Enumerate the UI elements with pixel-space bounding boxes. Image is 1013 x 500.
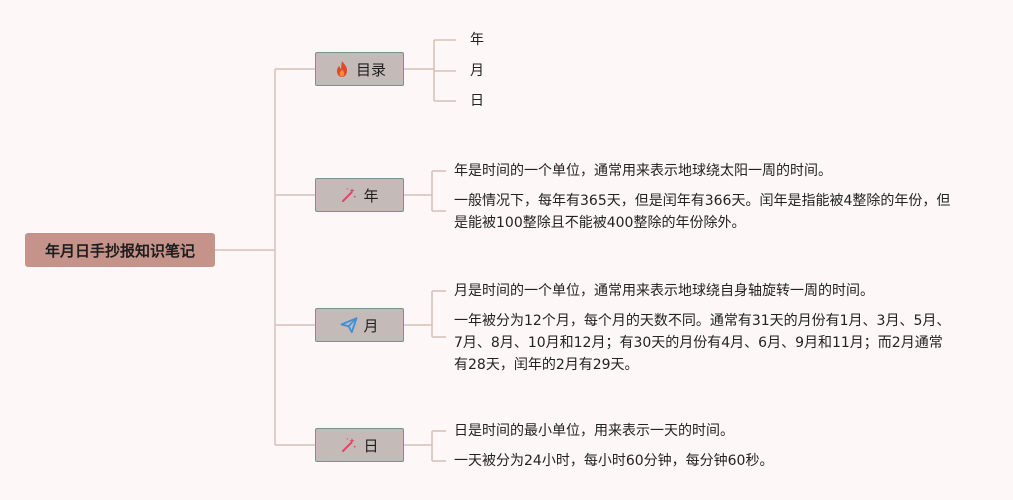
magic-wand-icon bbox=[340, 436, 358, 454]
branch-year-label: 年 bbox=[363, 186, 379, 205]
branch-day-label: 日 bbox=[363, 436, 379, 455]
branch-day[interactable]: 日 bbox=[315, 428, 404, 462]
branch-year[interactable]: 年 bbox=[315, 178, 404, 212]
root-topic-label: 年月日手抄报知识笔记 bbox=[44, 241, 195, 260]
root-topic[interactable]: 年月日手抄报知识笔记 bbox=[25, 233, 215, 267]
fire-icon bbox=[333, 60, 351, 78]
day-note-definition: 日是时间的最小单位，用来表示一天的时间。 bbox=[454, 423, 734, 439]
directory-item-month[interactable]: 月 bbox=[470, 63, 484, 79]
year-note-leap-rule: 一般情况下，每年有365天，但是闰年有366天。闰年是指能被4整除的年份，但是能… bbox=[454, 193, 951, 231]
directory-item-day[interactable]: 日 bbox=[470, 93, 484, 109]
branch-month-label: 月 bbox=[363, 316, 379, 335]
directory-item-year[interactable]: 年 bbox=[470, 32, 484, 48]
year-note-definition: 年是时间的一个单位，通常用来表示地球绕太阳一周的时间。 bbox=[454, 163, 832, 179]
month-note-definition: 月是时间的一个单位，通常用来表示地球绕自身轴旋转一周的时间。 bbox=[454, 283, 874, 299]
branch-directory[interactable]: 目录 bbox=[315, 52, 404, 86]
branch-month[interactable]: 月 bbox=[315, 308, 404, 342]
magic-wand-icon bbox=[340, 186, 358, 204]
month-note-days: 一年被分为12个月，每个月的天数不同。通常有31天的月份有1月、3月、5月、7月… bbox=[454, 313, 951, 373]
branch-directory-label: 目录 bbox=[355, 60, 386, 79]
paper-plane-icon bbox=[340, 316, 358, 334]
day-note-breakdown: 一天被分为24小时，每小时60分钟，每分钟60秒。 bbox=[454, 453, 774, 469]
